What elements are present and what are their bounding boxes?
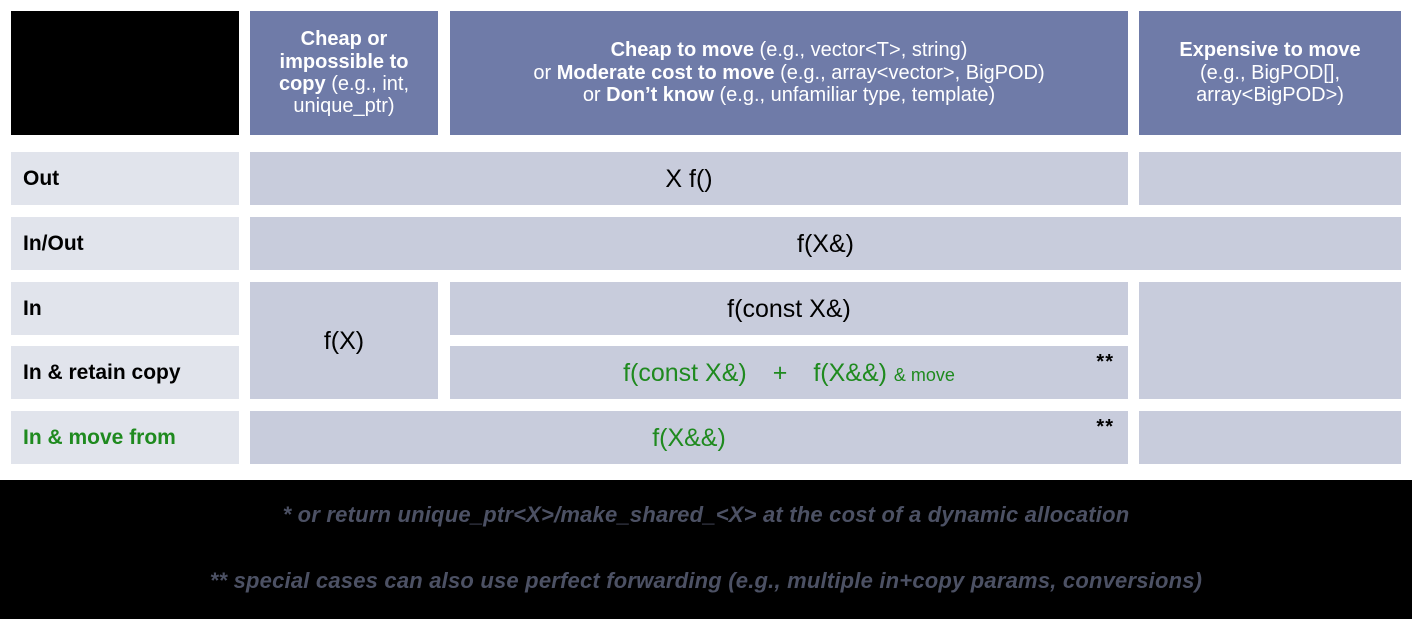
expr-rvalue-ref: f(X&&): [813, 358, 887, 387]
header-line-2: or Moderate cost to move (e.g., array<ve…: [533, 62, 1044, 84]
header-line-3-rest: (e.g., unfamiliar type, template): [719, 84, 996, 107]
footnote-single-star-text: * or return unique_ptr<X>/make_shared_<X…: [282, 502, 1130, 527]
row-label-in: In: [11, 282, 239, 335]
row-label-out: Out: [11, 152, 239, 205]
row-label-in-text: In: [23, 296, 42, 320]
column-header-expensive-to-move: Expensive to move (e.g., BigPOD[], array…: [1139, 11, 1401, 135]
row-label-in-out-text: In/Out: [23, 231, 84, 255]
header-line-3: or Don’t know (e.g., unfamiliar type, te…: [583, 84, 995, 106]
cell-out-main-text: X f(): [665, 164, 713, 193]
row-label-in-move-from: In & move from: [11, 411, 239, 464]
column-header-expensive-to-move-text: Expensive to move (e.g., BigPOD[], array…: [1179, 39, 1360, 106]
column-header-cheap-or-impossible-to-copy-text: Cheap or impossible to copy (e.g., int, …: [258, 28, 430, 118]
cell-fx-merged: f(X): [250, 282, 438, 399]
header-example: (e.g., int, unique_ptr): [293, 73, 410, 118]
expr-and-move: & move: [893, 364, 955, 385]
header-line-1-bold: Cheap to move: [610, 39, 754, 62]
header-line-3-bold: Don’t know: [606, 84, 714, 107]
cell-in-out-main: f(X&): [250, 217, 1401, 270]
footer-black-band: [0, 480, 1412, 619]
footnote-double-star: ** special cases can also use perfect fo…: [0, 568, 1412, 594]
header-example-line-2: array<BigPOD>): [1196, 84, 1344, 107]
header-line-2-bold: Moderate cost to move: [556, 61, 775, 84]
footnote-marker-double-star-move-from: **: [1096, 416, 1114, 438]
header-line-2-rest: (e.g., array<vector>, BigPOD): [780, 61, 1045, 84]
header-example-line-1: (e.g., BigPOD[],: [1199, 61, 1341, 84]
header-line-1-rest: (e.g., vector<T>, string): [759, 39, 968, 62]
cell-in-move-from-expensive-blank: [1139, 411, 1401, 464]
expr-const-ref: f(const X&): [623, 358, 747, 387]
column-header-cheap-or-impossible-to-copy: Cheap or impossible to copy (e.g., int, …: [250, 11, 438, 135]
cell-in-main-text: f(const X&): [727, 294, 851, 323]
footnote-single-star: * or return unique_ptr<X>/make_shared_<X…: [0, 502, 1412, 528]
header-line-1: Cheap to move (e.g., vector<T>, string): [611, 39, 968, 61]
row-label-in-move-from-text: In & move from: [23, 425, 176, 449]
header-bold-lead: Cheap or impossible to copy: [278, 28, 409, 95]
column-header-cheap-to-move-text: Cheap to move (e.g., vector<T>, string) …: [533, 39, 1044, 106]
cell-in-out-main-text: f(X&): [797, 229, 854, 258]
blank-corner-block: [11, 11, 239, 135]
cell-out-main: X f(): [250, 152, 1128, 205]
row-label-in-retain-copy-text: In & retain copy: [23, 360, 181, 384]
header-line-3-prefix: or: [582, 84, 607, 107]
cell-in-move-from-text: f(X&&): [652, 423, 726, 452]
row-label-out-text: Out: [23, 166, 60, 190]
cell-in-expensive-blank: [1139, 282, 1401, 399]
column-header-cheap-to-move: Cheap to move (e.g., vector<T>, string) …: [450, 11, 1128, 135]
cell-out-expensive-blank: [1139, 152, 1401, 205]
expr-plus: +: [772, 358, 788, 387]
row-label-in-retain-copy: In & retain copy: [11, 346, 239, 399]
cell-fx-merged-text: f(X): [323, 326, 365, 355]
row-label-in-out: In/Out: [11, 217, 239, 270]
cell-in-main: f(const X&): [450, 282, 1128, 335]
footnote-marker-double-star-retain-copy: **: [1096, 351, 1114, 373]
cell-in-retain-copy-expression: f(const X&) + f(X&&) & move: [623, 359, 955, 387]
cell-in-move-from-main: f(X&&) **: [250, 411, 1128, 464]
cell-in-retain-copy-main: f(const X&) + f(X&&) & move **: [450, 346, 1128, 399]
footnote-double-star-text: ** special cases can also use perfect fo…: [209, 568, 1203, 593]
header-line-2-prefix: or: [533, 61, 557, 84]
header-bold-lead-expensive: Expensive to move: [1179, 39, 1361, 62]
